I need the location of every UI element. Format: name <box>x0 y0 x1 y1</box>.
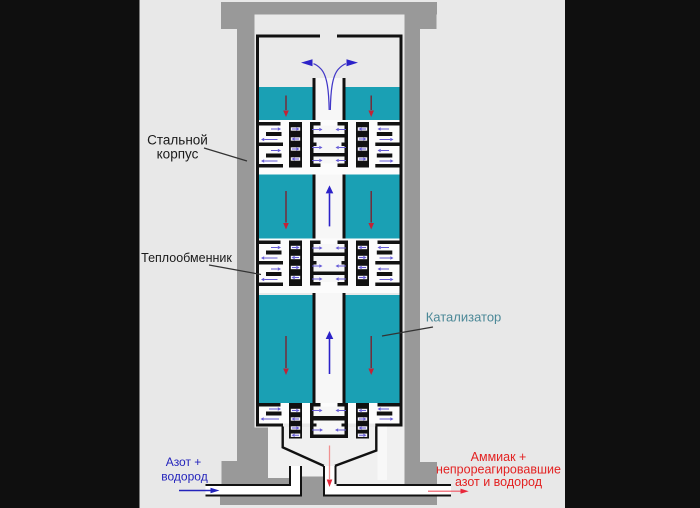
svg-text:Аммиак +: Аммиак + <box>471 450 527 464</box>
svg-text:корпус: корпус <box>157 147 199 162</box>
svg-text:Катализатор: Катализатор <box>426 310 502 325</box>
svg-text:непрореагировавшие: непрореагировавшие <box>436 463 561 477</box>
svg-text:Азот +: Азот + <box>166 455 202 469</box>
svg-text:азот и водород: азот и водород <box>455 475 543 489</box>
svg-text:Теплообменник: Теплообменник <box>141 251 232 265</box>
svg-text:водород: водород <box>161 470 207 484</box>
svg-text:Стальной: Стальной <box>147 133 208 148</box>
